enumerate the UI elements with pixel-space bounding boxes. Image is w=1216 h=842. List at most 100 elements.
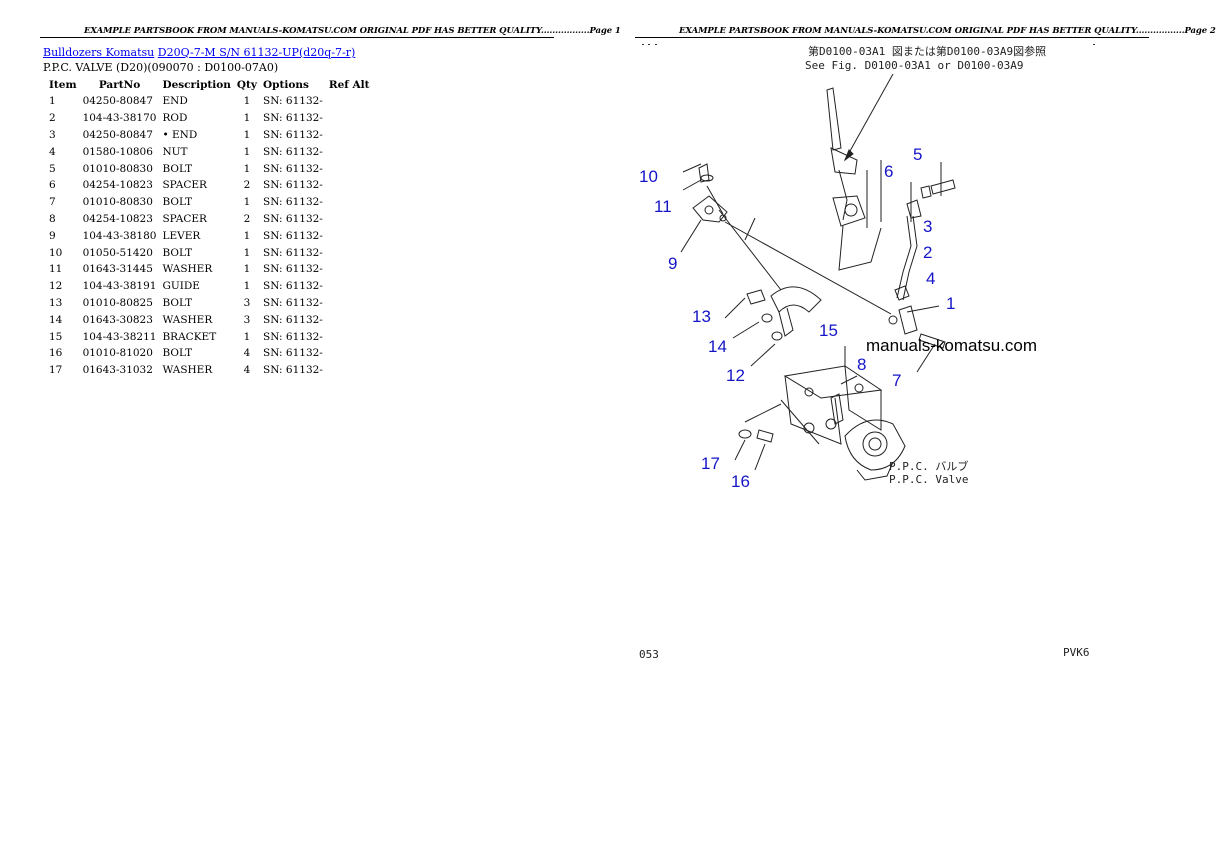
cell-qty: 1 xyxy=(243,128,251,141)
callout-7: 7 xyxy=(892,371,901,390)
sheet-code: PVK6 xyxy=(1063,646,1090,659)
cell-item: 1 xyxy=(49,95,56,108)
scan-marks xyxy=(642,44,1095,45)
cell-description: BOLT xyxy=(162,347,193,360)
cell-description: WASHER xyxy=(162,263,213,276)
cell-item: 8 xyxy=(49,212,56,225)
cell-item: 2 xyxy=(49,112,56,125)
col-header-partno: PartNo xyxy=(98,78,141,91)
cell-refalt xyxy=(326,194,373,211)
cell-partno: 01643-30823 xyxy=(82,313,153,326)
cell-item: 16 xyxy=(49,347,63,360)
cell-description: BOLT xyxy=(162,246,193,259)
cell-qty: 3 xyxy=(243,296,251,309)
table-header-row: Item PartNo Description Qty Options Ref … xyxy=(43,76,372,93)
cell-partno: 04250-80847 xyxy=(82,128,153,141)
cell-partno: 104-43-38191 xyxy=(82,280,157,293)
cell-options: SN: 61132- xyxy=(263,95,323,108)
cell-item: 6 xyxy=(49,179,56,192)
callout-17: 17 xyxy=(701,454,720,473)
callout-12: 12 xyxy=(726,366,745,385)
cell-partno: 104-43-38180 xyxy=(82,229,157,242)
cell-refalt xyxy=(326,110,373,127)
callout-8: 8 xyxy=(857,355,866,374)
reference-note-en: See Fig. D0100-03A1 or D0100-03A9 xyxy=(805,59,1024,72)
cell-refalt xyxy=(326,160,373,177)
cell-description: BRACKET xyxy=(162,330,217,343)
cell-options: SN: 61132- xyxy=(263,246,323,259)
page-banner: EXAMPLE PARTSBOOK FROM MANUALS-KOMATSU.C… xyxy=(84,26,621,36)
page-banner: EXAMPLE PARTSBOOK FROM MANUALS-KOMATSU.C… xyxy=(679,26,1216,36)
cell-description: SPACER xyxy=(162,179,207,192)
cell-options: SN: 61132- xyxy=(263,212,323,225)
cell-description: • END xyxy=(162,128,198,141)
callout-4: 4 xyxy=(926,269,935,288)
cell-description: WASHER xyxy=(162,313,213,326)
cell-description: BOLT xyxy=(162,196,193,209)
cell-item: 10 xyxy=(49,246,63,259)
cell-item: 7 xyxy=(49,196,56,209)
cell-description: NUT xyxy=(162,145,188,158)
cell-options: SN: 61132- xyxy=(263,263,323,276)
breadcrumb-link-bulldozers[interactable]: Bulldozers Komatsu xyxy=(43,46,155,59)
cell-item: 14 xyxy=(49,313,63,326)
cell-qty: 2 xyxy=(243,179,251,192)
col-header-qty: Qty xyxy=(236,78,258,91)
cell-item: 3 xyxy=(49,128,56,141)
cell-qty: 1 xyxy=(243,112,251,125)
cell-refalt xyxy=(326,93,373,110)
cell-options: SN: 61132- xyxy=(263,179,323,192)
reference-note-jp: 第D0100-03A1 図または第D0100-03A9図参照 xyxy=(808,44,1046,58)
cell-options: SN: 61132- xyxy=(263,313,323,326)
callout-14: 14 xyxy=(708,337,727,356)
callout-labels: 1 2 3 4 5 6 7 8 9 10 11 12 13 14 15 16 1… xyxy=(639,145,955,491)
cell-qty: 1 xyxy=(243,246,251,259)
cell-description: WASHER xyxy=(162,364,213,377)
banner-rule xyxy=(635,37,1149,38)
callout-5: 5 xyxy=(913,145,922,164)
callout-6: 6 xyxy=(884,162,893,181)
cell-qty: 2 xyxy=(243,212,251,225)
cell-partno: 01643-31445 xyxy=(82,263,153,276)
cell-options: SN: 61132- xyxy=(263,145,323,158)
cell-description: SPACER xyxy=(162,212,207,225)
exploded-parts-diagram: 第D0100-03A1 図または第D0100-03A9図参照 See Fig. … xyxy=(639,44,1095,661)
cell-description: BOLT xyxy=(162,162,193,175)
cell-item: 17 xyxy=(49,364,63,377)
diagram-page: EXAMPLE PARTSBOOK FROM MANUALS-KOMATSU.C… xyxy=(595,0,1216,842)
cell-options: SN: 61132- xyxy=(263,112,323,125)
cell-qty: 1 xyxy=(243,196,251,209)
cell-refalt xyxy=(326,278,373,295)
cell-item: 4 xyxy=(49,145,56,158)
cell-partno: 104-43-38211 xyxy=(82,330,157,343)
cell-options: SN: 61132- xyxy=(263,364,323,377)
cell-options: SN: 61132- xyxy=(263,162,323,175)
cell-options: SN: 61132- xyxy=(263,128,323,141)
cell-options: SN: 61132- xyxy=(263,296,323,309)
col-header-item: Item xyxy=(49,78,77,91)
cell-item: 9 xyxy=(49,229,56,242)
cell-options: SN: 61132- xyxy=(263,280,323,293)
cell-refalt xyxy=(326,295,373,312)
parts-table: Item PartNo Description Qty Options Ref … xyxy=(43,76,372,379)
banner-rule xyxy=(40,37,554,38)
cell-item: 13 xyxy=(49,296,63,309)
cell-refalt xyxy=(326,127,373,144)
cell-refalt xyxy=(326,244,373,261)
cell-description: BOLT xyxy=(162,296,193,309)
cell-refalt xyxy=(326,211,373,228)
cell-item: 15 xyxy=(49,330,63,343)
cell-qty: 1 xyxy=(243,280,251,293)
breadcrumb-link-model[interactable]: D20Q-7-M S/N 61132-UP(d20q-7-r) xyxy=(157,46,356,59)
valve-label-en: P.P.C. Valve xyxy=(889,473,968,486)
cell-partno: 01010-80830 xyxy=(82,162,153,175)
cell-partno: 01010-80825 xyxy=(82,296,153,309)
callout-9: 9 xyxy=(668,254,677,273)
